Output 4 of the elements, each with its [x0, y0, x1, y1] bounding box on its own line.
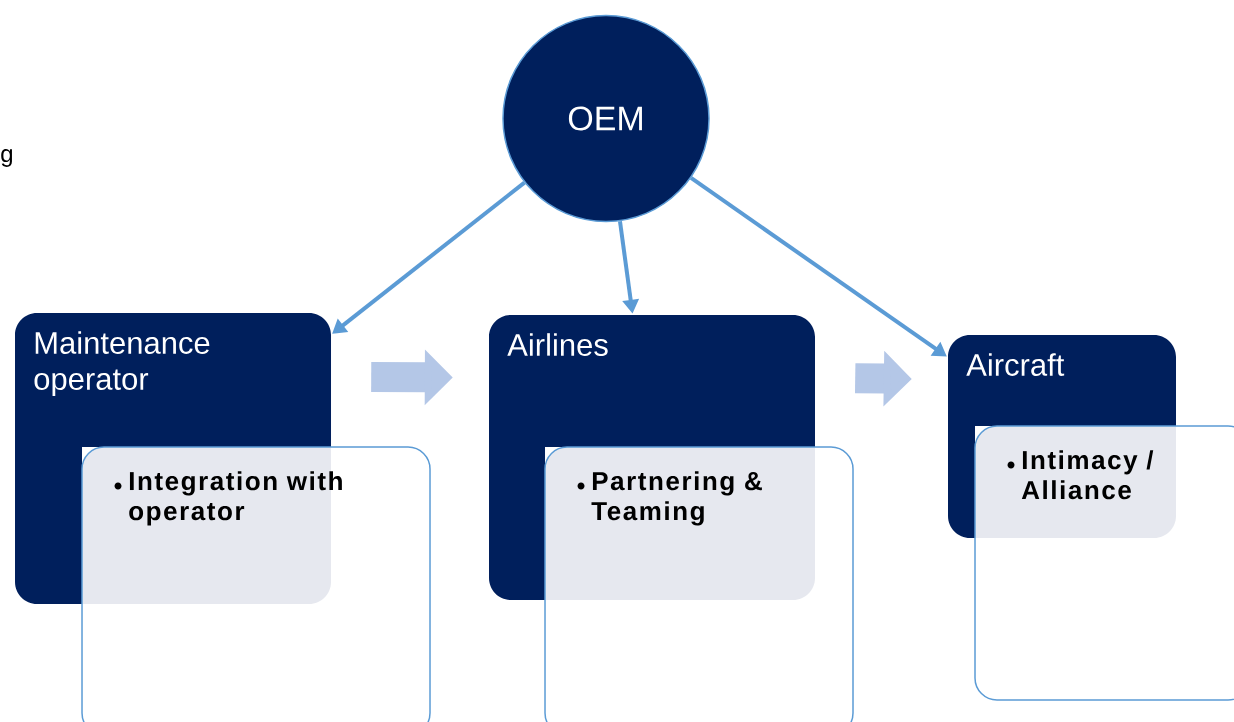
bullet-card: Intimacy / Alliance: [974, 425, 1234, 701]
bullet-card: Integration with operator: [81, 446, 431, 722]
text-fragment: g: [1, 149, 12, 167]
bullet-card: Partnering & Teaming: [544, 446, 854, 722]
